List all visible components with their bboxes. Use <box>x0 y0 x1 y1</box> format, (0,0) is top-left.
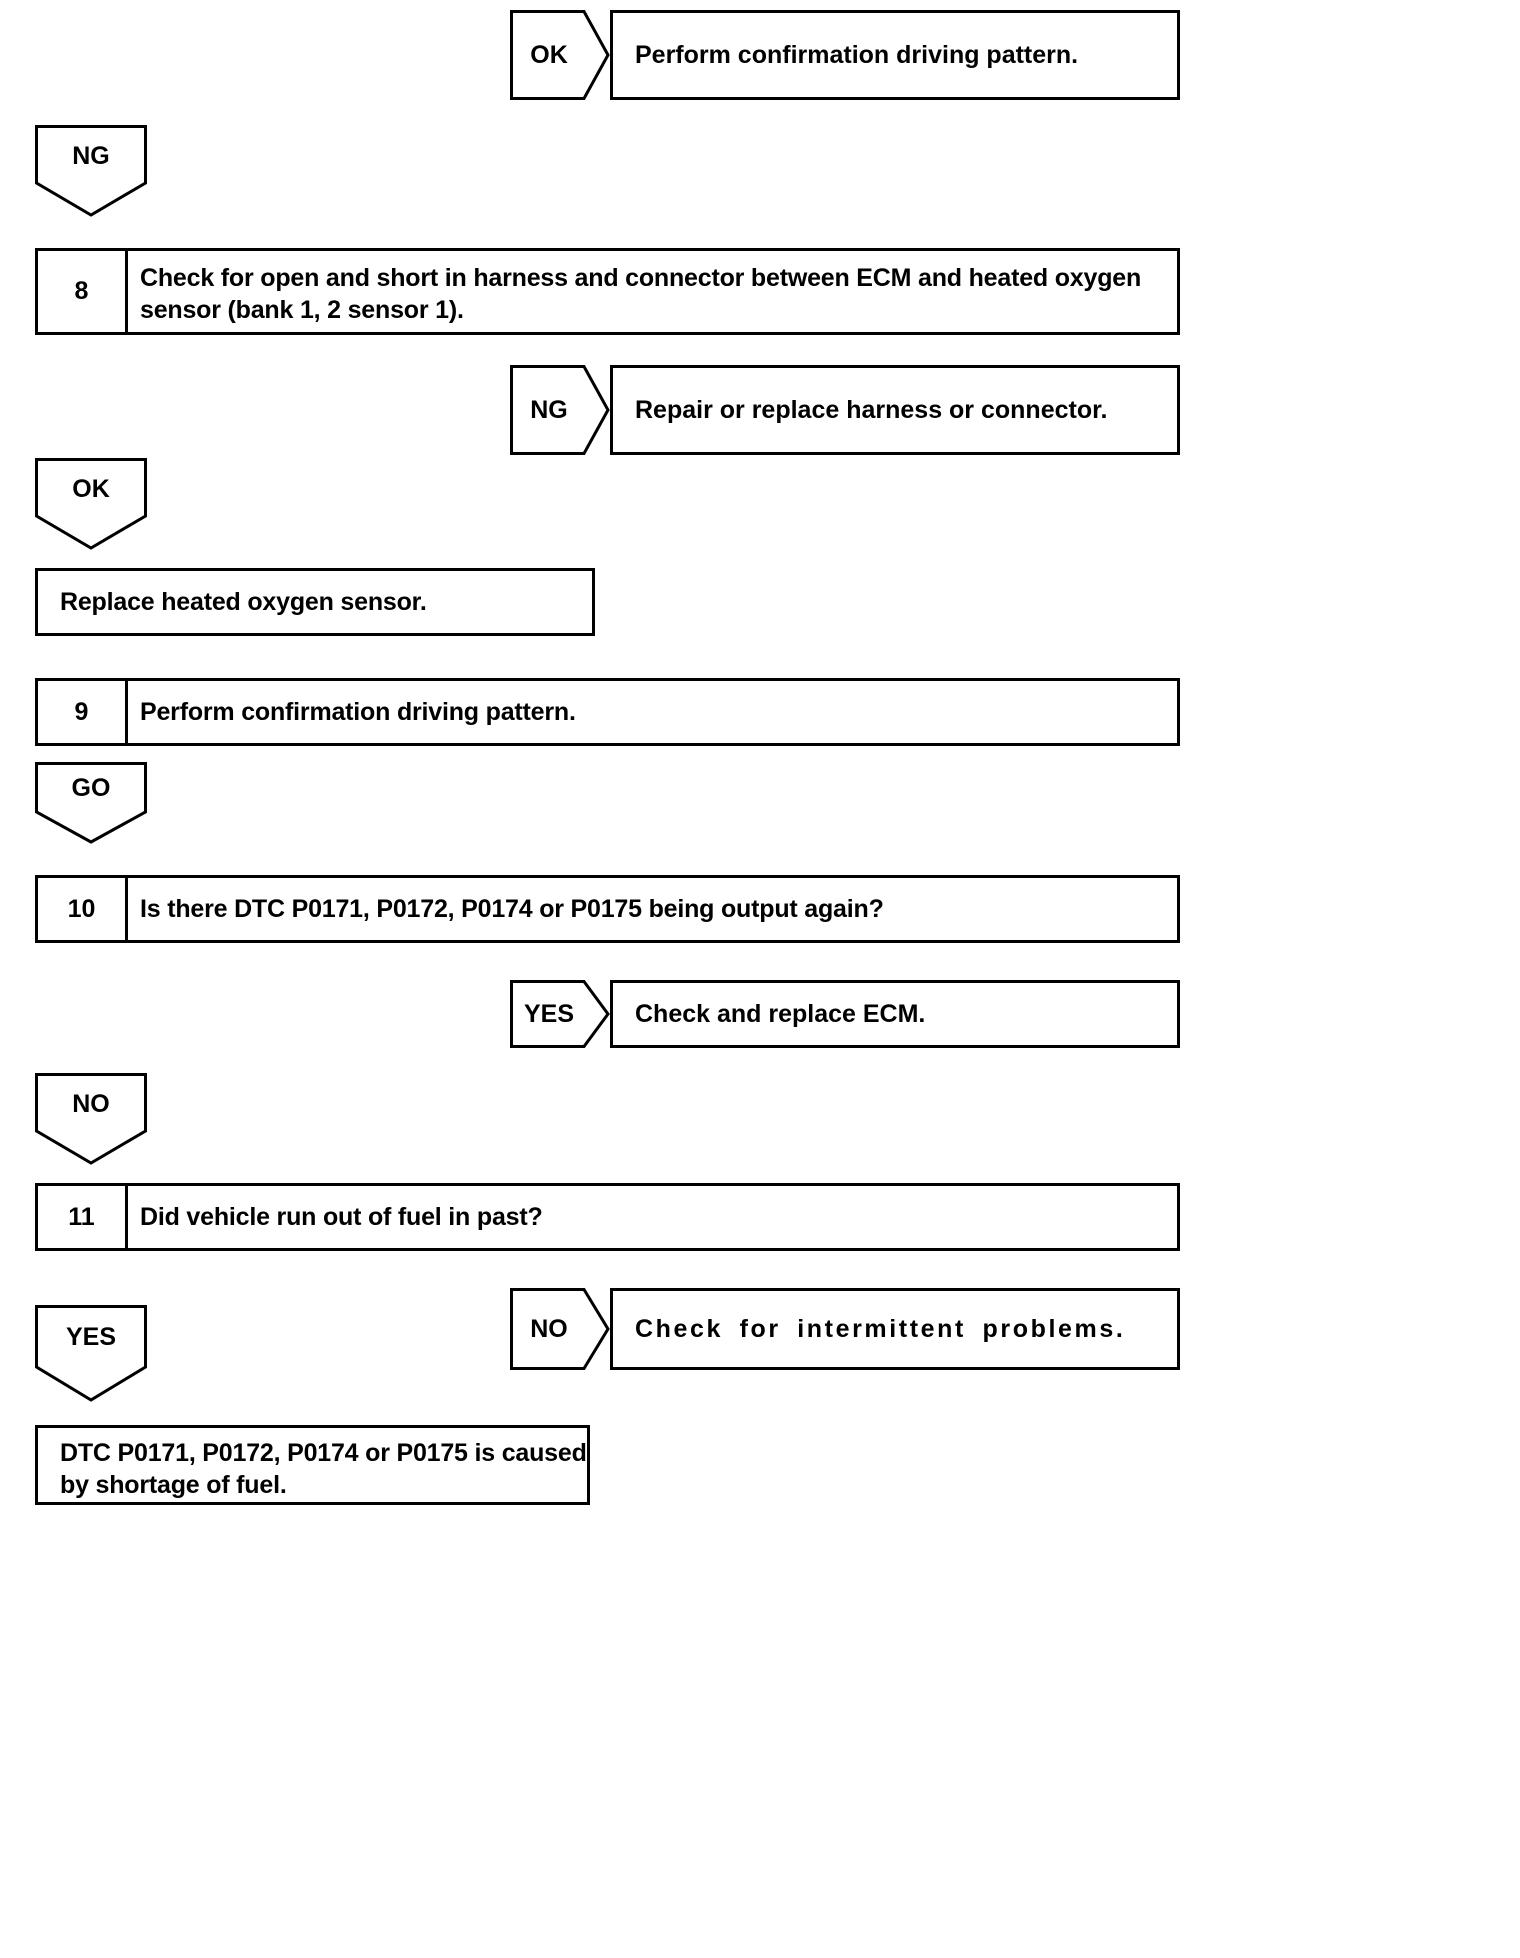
branch-box-text: Check for intermittent problems. <box>635 1314 1126 1343</box>
branch-tag-no: NO <box>510 1288 610 1370</box>
branch-yes-check-replace-ecm: YES Check and replace ECM. <box>510 980 1180 1048</box>
branch-tag-yes: YES <box>510 980 610 1048</box>
flag-no-label: NO <box>72 1089 110 1118</box>
step-text-11: Did vehicle run out of fuel in past? <box>140 1203 543 1231</box>
flag-yes: YES <box>35 1305 147 1402</box>
flag-yes-label: YES <box>65 1322 117 1351</box>
branch-tag-ng-label: NG <box>530 395 568 424</box>
branch-tag-yes-label: YES <box>523 999 575 1028</box>
branch-tag-ok-label: OK <box>530 40 568 69</box>
branch-ok-perform-confirmation: OK Perform confirmation driving pattern. <box>510 10 1180 100</box>
step-box-9: 9 Perform confirmation driving pattern. <box>35 678 1180 746</box>
step-text-10: Is there DTC P0171, P0172, P0174 or P017… <box>140 895 884 923</box>
branch-ng-repair-harness: NG Repair or replace harness or connecto… <box>510 365 1180 455</box>
flag-go: GO <box>35 762 147 844</box>
step-text-9: Perform confirmation driving pattern. <box>140 698 576 726</box>
branch-box-text: Check and replace ECM. <box>635 999 926 1028</box>
branch-box-check-replace-ecm: Check and replace ECM. <box>610 980 1180 1048</box>
branch-no-check-intermittent: NO Check for intermittent problems. <box>510 1288 1180 1370</box>
action-text-shortage-of-fuel: DTC P0171, P0172, P0174 or P0175 is caus… <box>60 1439 587 1499</box>
step-text-8: Check for open and short in harness and … <box>140 264 1142 324</box>
branch-tag-no-label: NO <box>530 1314 568 1343</box>
action-box-shortage-of-fuel: DTC P0171, P0172, P0174 or P0175 is caus… <box>35 1425 590 1505</box>
flag-ng-1: NG <box>35 125 147 217</box>
flag-ok-1-label: OK <box>72 474 110 503</box>
step-box-8: 8 Check for open and short in harness an… <box>35 248 1180 335</box>
flag-no: NO <box>35 1073 147 1165</box>
step-number-9: 9 <box>38 681 128 743</box>
step-box-11: 11 Did vehicle run out of fuel in past? <box>35 1183 1180 1251</box>
branch-box-repair-harness: Repair or replace harness or connector. <box>610 365 1180 455</box>
flag-ok-1: OK <box>35 458 147 550</box>
flag-ng-1-label: NG <box>72 141 110 170</box>
step-number-8: 8 <box>38 251 128 332</box>
branch-box-text: Perform confirmation driving pattern. <box>635 40 1079 69</box>
step-box-10: 10 Is there DTC P0171, P0172, P0174 or P… <box>35 875 1180 943</box>
action-text-replace-sensor: Replace heated oxygen sensor. <box>60 588 427 616</box>
branch-box-perform-confirmation-1: Perform confirmation driving pattern. <box>610 10 1180 100</box>
branch-box-text: Repair or replace harness or connector. <box>635 395 1108 424</box>
branch-tag-ng: NG <box>510 365 610 455</box>
flag-go-label: GO <box>71 773 111 802</box>
action-box-replace-sensor: Replace heated oxygen sensor. <box>35 568 595 636</box>
step-number-11: 11 <box>38 1186 128 1248</box>
step-number-10: 10 <box>38 878 128 940</box>
branch-tag-ok: OK <box>510 10 610 100</box>
branch-box-check-intermittent: Check for intermittent problems. <box>610 1288 1180 1370</box>
